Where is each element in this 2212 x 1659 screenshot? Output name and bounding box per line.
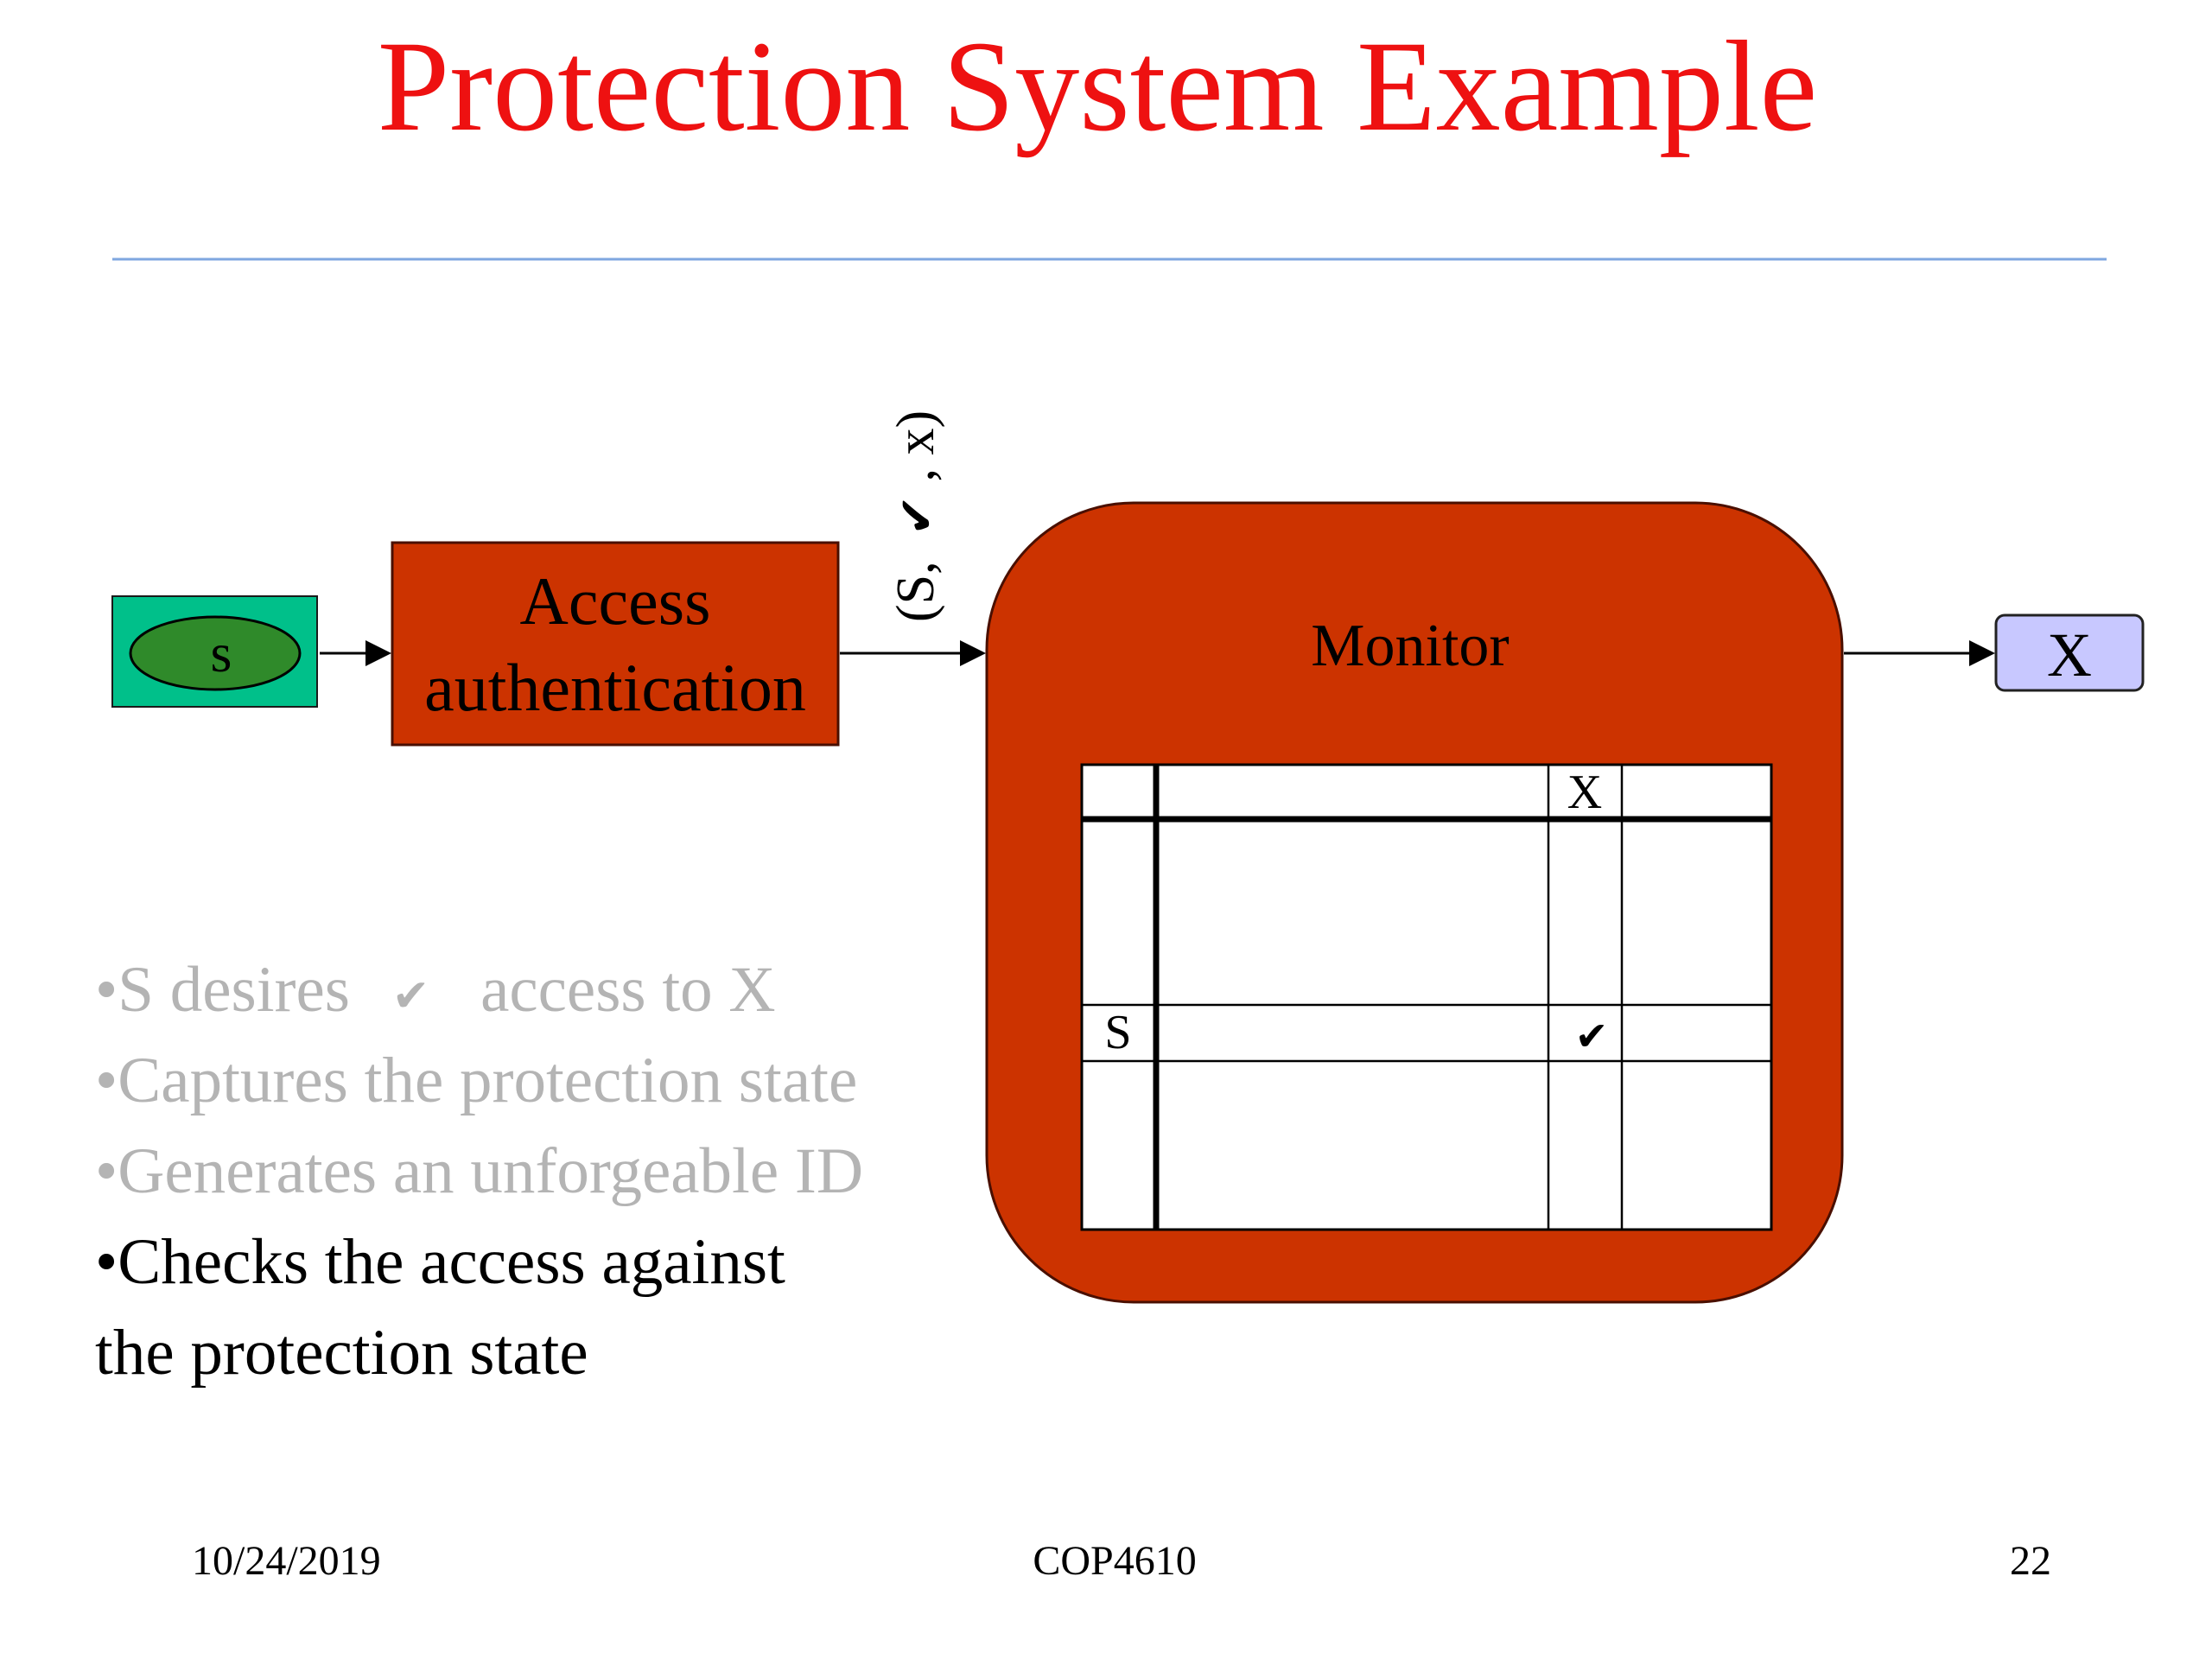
object-node: X [1994, 613, 2145, 692]
bullet-item-active-line2: the protection state [95, 1317, 588, 1389]
access-matrix: X S ✔ [1080, 763, 1773, 1231]
subject-node: s [111, 595, 318, 708]
check-icon: ✔ [891, 495, 944, 536]
bullet-text-before: •S desires [95, 954, 350, 1026]
matrix-column-header: X [1567, 766, 1602, 819]
monitor-node: Monitor X S ✔ [985, 501, 1844, 1304]
access-authentication-node: Access authentication [391, 541, 840, 747]
footer-date: 10/24/2019 [192, 1538, 381, 1584]
bullet-item: •Generates an unforgeable ID [95, 1135, 863, 1207]
check-icon: ✔ [392, 972, 430, 1021]
request-suffix: , x) [887, 410, 945, 482]
monitor-label: Monitor [1311, 613, 1509, 679]
check-icon: ✔ [1575, 1014, 1609, 1058]
request-label: (S, ✔ , x) [887, 410, 945, 622]
request-prefix: (S, [887, 561, 945, 622]
bullet-text-after: access to X [480, 954, 776, 1026]
footer-course: COP4610 [1033, 1538, 1196, 1584]
bullet-item: •S desires ✔ access to X [95, 954, 776, 1026]
object-label: X [2047, 620, 2092, 690]
bullet-item: •Captures the protection state [95, 1045, 857, 1116]
access-label-line1: Access [520, 563, 711, 639]
bullet-list: •S desires ✔ access to X •Captures the p… [95, 954, 863, 1389]
matrix-row-header: S [1104, 1006, 1131, 1059]
footer-page-number: 22 [2010, 1538, 2051, 1584]
subject-ellipse [129, 615, 302, 691]
subject-label: s [211, 622, 232, 683]
slide-title: Protection System Example [378, 15, 1817, 158]
bullet-item-active-line1: •Checks the access against [95, 1226, 785, 1298]
access-label-line2: authentication [424, 650, 806, 725]
svg-text:(S, ✔ , x): (S, ✔ , x) [887, 410, 945, 622]
